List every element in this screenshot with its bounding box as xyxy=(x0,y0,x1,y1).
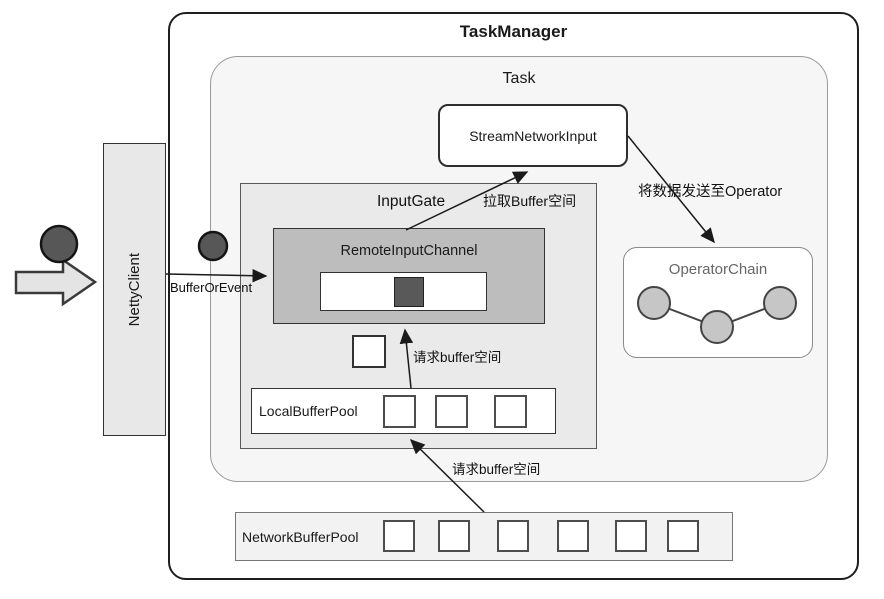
floating-buffer-square xyxy=(352,335,386,368)
netty-client-label: NettyClient xyxy=(126,252,143,327)
task-title: Task xyxy=(502,70,536,87)
operator-chain-label: OperatorChain xyxy=(668,261,768,278)
network-pool-buffer-square xyxy=(667,520,699,552)
local-pool-buffer-square xyxy=(435,395,468,428)
local-pool-buffer-square xyxy=(494,395,527,428)
taskmanager-title: TaskManager xyxy=(459,22,568,41)
network-buffer-pool-label: NetworkBufferPool xyxy=(242,528,359,545)
request-buffer-space-inner-label: 请求buffer空间 xyxy=(413,350,502,365)
network-buffer-pool-box: NetworkBufferPool xyxy=(235,512,733,561)
local-pool-buffer-square xyxy=(383,395,416,428)
stream-network-input-label: StreamNetworkInput xyxy=(469,127,597,144)
send-data-to-operator-label: 将数据发送至Operator xyxy=(638,184,783,200)
pull-buffer-space-label: 拉取Buffer空间 xyxy=(483,193,577,209)
operator-chain-box: OperatorChain xyxy=(623,247,813,358)
network-pool-buffer-square xyxy=(438,520,470,552)
buffer-or-event-label: BufferOrEvent xyxy=(170,280,253,295)
remote-input-channel-label: RemoteInputChannel xyxy=(340,243,478,259)
filled-buffer-square xyxy=(394,277,424,307)
netty-client-box: NettyClient xyxy=(103,143,166,436)
input-gate-label: InputGate xyxy=(377,193,446,210)
data-dot-outside xyxy=(39,224,79,264)
local-buffer-pool-label: LocalBufferPool xyxy=(259,403,358,419)
stream-network-input-box: StreamNetworkInput xyxy=(438,104,628,167)
network-pool-buffer-square xyxy=(615,520,647,552)
network-pool-buffer-square xyxy=(383,520,415,552)
network-pool-buffer-square xyxy=(557,520,589,552)
request-buffer-space-outer-label: 请求buffer空间 xyxy=(452,462,541,477)
incoming-data-arrow xyxy=(14,257,98,307)
network-pool-buffer-square xyxy=(497,520,529,552)
